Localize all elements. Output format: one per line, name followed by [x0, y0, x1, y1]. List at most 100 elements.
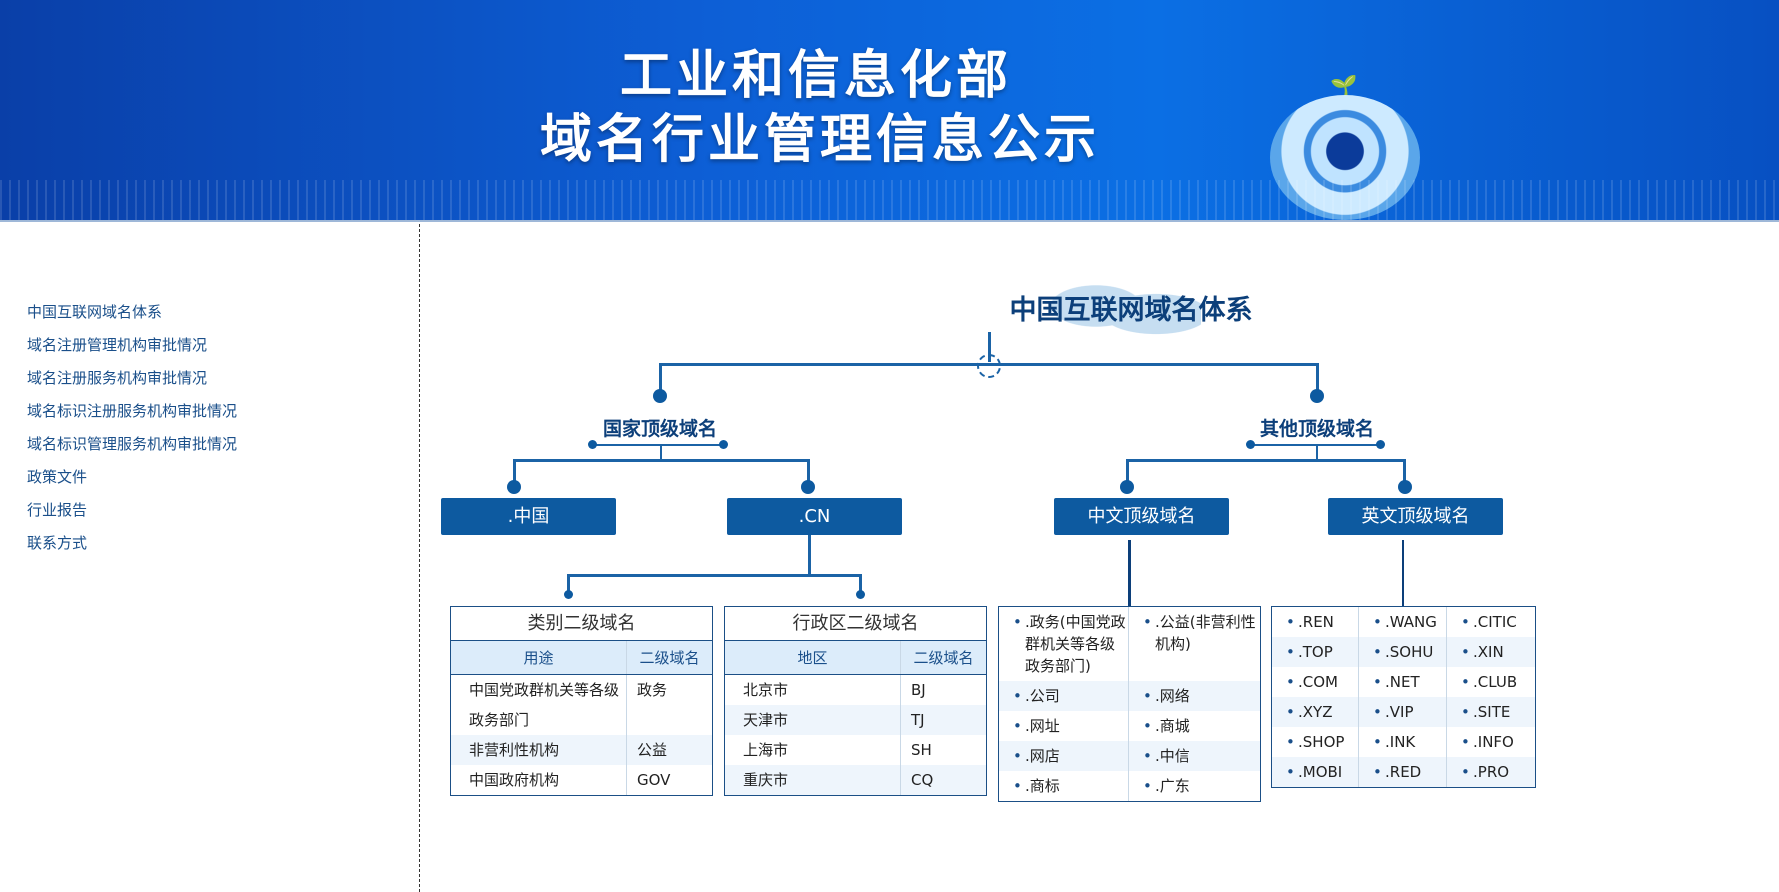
tld-label[interactable]: .网址 [1011, 711, 1128, 741]
tld-item[interactable]: .广东 [1129, 771, 1260, 801]
tld-label[interactable]: .MOBI [1284, 757, 1358, 787]
tld-item[interactable]: .商标 [999, 771, 1129, 801]
tld-label[interactable]: .TOP [1284, 637, 1358, 667]
tld-item[interactable]: .COM [1272, 667, 1359, 697]
tld-item[interactable]: .中信 [1129, 741, 1260, 771]
tld-box-zhongguo[interactable]: .中国 [441, 498, 616, 535]
header-banner: 工业和信息化部 域名行业管理信息公示 🌱 [0, 0, 1779, 222]
list-row: .商标 .广东 [999, 771, 1260, 801]
tld-label[interactable]: .REN [1284, 607, 1358, 637]
tld-item[interactable]: .网址 [999, 711, 1129, 741]
tld-label[interactable]: .XYZ [1284, 697, 1358, 727]
hub-icon [977, 354, 1001, 378]
tld-label[interactable]: .COM [1284, 667, 1358, 697]
tld-label[interactable]: .政务(中国党政群机关等各级政务部门) [1011, 607, 1128, 681]
tld-label[interactable]: .INFO [1459, 727, 1535, 757]
sidebar-item[interactable]: 域名标识管理服务机构审批情况 [27, 435, 238, 453]
sidebar-item[interactable]: 中国互联网域名体系 [27, 303, 163, 321]
tld-label[interactable]: .SOHU [1371, 637, 1446, 667]
tld-item[interactable]: .WANG [1359, 607, 1447, 637]
tld-item[interactable]: .RED [1359, 757, 1447, 787]
table-cell: 非营利性机构 [451, 735, 627, 765]
sidebar-item[interactable]: 域名注册管理机构审批情况 [27, 336, 208, 354]
tld-label[interactable]: .CITIC [1459, 607, 1535, 637]
tld-box-english[interactable]: 英文顶级域名 [1328, 498, 1503, 535]
tld-label[interactable]: .XIN [1459, 637, 1535, 667]
table-cell: 天津市 [725, 705, 901, 735]
tld-item[interactable]: .CLUB [1447, 667, 1535, 697]
table-cell: GOV [637, 771, 671, 789]
banner-title: 工业和信息化部 域名行业管理信息公示 [540, 46, 1101, 170]
tld-box-chinese[interactable]: 中文顶级域名 [1054, 498, 1229, 535]
tld-item[interactable]: .INK [1359, 727, 1447, 757]
tld-label[interactable]: .网络 [1141, 681, 1260, 711]
tld-label[interactable]: .INK [1371, 727, 1446, 757]
tld-label[interactable]: .商标 [1011, 771, 1128, 801]
tld-label[interactable]: .WANG [1371, 607, 1446, 637]
tld-item[interactable]: .公司 [999, 681, 1129, 711]
tld-item[interactable]: .MOBI [1272, 757, 1359, 787]
tld-label[interactable]: .NET [1371, 667, 1446, 697]
sidebar-item[interactable]: 政策文件 [27, 468, 88, 486]
tld-item[interactable]: .XIN [1447, 637, 1535, 667]
table-row: 非营利性机构公益 [451, 735, 712, 765]
list-row: .COM .NET .CLUB [1272, 667, 1535, 697]
english-tld-list: .REN .WANG .CITIC .TOP .SOHU .XIN .COM .NET .CLU… [1271, 606, 1536, 788]
tld-item[interactable]: .NET [1359, 667, 1447, 697]
list-row: .网店 .中信 [999, 741, 1260, 771]
list-row: .MOBI .RED .PRO [1272, 757, 1535, 787]
sidebar-item[interactable]: 域名注册服务机构审批情况 [27, 369, 208, 387]
tld-label[interactable]: .RED [1371, 757, 1446, 787]
national-tld-label: 国家顶级域名 [602, 418, 717, 440]
table-cell: 中国政府机构 [451, 765, 627, 795]
table-row: 上海市 SH [725, 735, 986, 765]
tld-item[interactable]: .CITIC [1447, 607, 1535, 637]
tld-item[interactable]: .VIP [1359, 697, 1447, 727]
sidebar-item[interactable]: 联系方式 [27, 534, 88, 552]
table-row: 中国党政群机关等各级政务部门政务 [451, 675, 712, 735]
sidebar-item[interactable]: 域名标识注册服务机构审批情况 [27, 402, 238, 420]
sidebar-item[interactable]: 行业报告 [27, 501, 88, 519]
tld-label[interactable]: .VIP [1371, 697, 1446, 727]
table-row: 中国政府机构 GOV [451, 765, 712, 795]
tld-item[interactable]: .SOHU [1359, 637, 1447, 667]
sprout-icon: 🌱 [1330, 75, 1358, 100]
tld-label[interactable]: .SITE [1459, 697, 1535, 727]
tld-item[interactable]: .网络 [1129, 681, 1260, 711]
category-sld-table: 类别二级域名 用途二级域名 中国党政群机关等各级政务部门政务非营利性机构公益中国… [450, 606, 713, 796]
list-row: .政务(中国党政群机关等各级政务部门).公益(非营利性机构) [999, 607, 1260, 681]
tld-label[interactable]: .广东 [1141, 771, 1260, 801]
tld-item[interactable]: .SITE [1447, 697, 1535, 727]
sidebar: 中国互联网域名体系域名注册管理机构审批情况域名注册服务机构审批情况域名标识注册服… [0, 224, 420, 892]
tld-item[interactable]: .XYZ [1272, 697, 1359, 727]
table-cell: 上海市 [725, 735, 901, 765]
at-sign-logo-icon [1270, 95, 1420, 220]
tld-item[interactable]: .商城 [1129, 711, 1260, 741]
tld-item[interactable]: .政务(中国党政群机关等各级政务部门) [999, 607, 1129, 681]
tld-label[interactable]: .PRO [1459, 757, 1535, 787]
tld-label[interactable]: .SHOP [1284, 727, 1358, 757]
tld-item[interactable]: .网店 [999, 741, 1129, 771]
tld-label[interactable]: .网店 [1011, 741, 1128, 771]
tld-label[interactable]: .公益(非营利性机构) [1141, 607, 1260, 659]
tld-label[interactable]: .CLUB [1459, 667, 1535, 697]
table-cell: 北京市 [725, 675, 901, 705]
tld-item[interactable]: .PRO [1447, 757, 1535, 787]
list-row: .XYZ .VIP .SITE [1272, 697, 1535, 727]
table-cell: SH [911, 741, 932, 759]
tld-label[interactable]: .公司 [1011, 681, 1128, 711]
tld-box-cn[interactable]: .CN [727, 498, 902, 535]
tld-label[interactable]: .中信 [1141, 741, 1260, 771]
tld-item[interactable]: .REN [1272, 607, 1359, 637]
table-cell: 重庆市 [725, 765, 901, 795]
table-cell: CQ [911, 771, 934, 789]
world-map-icon [1051, 274, 1201, 354]
tld-item[interactable]: .公益(非营利性机构) [1129, 607, 1260, 681]
tld-label[interactable]: .商城 [1141, 711, 1260, 741]
tld-item[interactable]: .TOP [1272, 637, 1359, 667]
tld-item[interactable]: .SHOP [1272, 727, 1359, 757]
tld-item[interactable]: .INFO [1447, 727, 1535, 757]
chinese-tld-list: .政务(中国党政群机关等各级政务部门).公益(非营利性机构).公司.网络.网址.… [998, 606, 1261, 802]
